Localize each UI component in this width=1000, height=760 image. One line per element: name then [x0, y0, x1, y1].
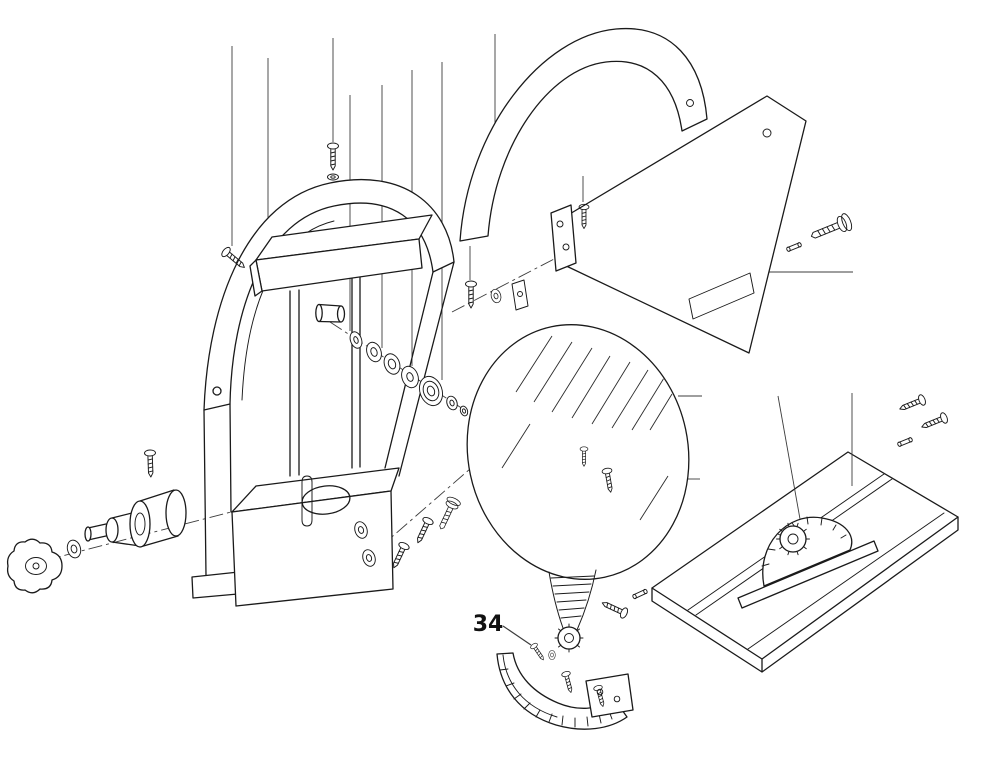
main-frame: [191, 178, 455, 607]
hinge-bracket: [550, 204, 577, 272]
screw: [412, 515, 435, 546]
washer: [366, 341, 382, 363]
motor-pulley: [84, 489, 187, 548]
base-fastener-set: [354, 495, 462, 571]
miter-gauge: [737, 516, 879, 609]
knob-washer: [66, 539, 82, 559]
small-washer: [446, 395, 458, 411]
spacer-ring: [383, 353, 401, 375]
hex-bolt: [433, 495, 462, 533]
hand-knob: [6, 538, 63, 594]
side-cover-panel: [550, 95, 807, 354]
belt-pin: [631, 588, 649, 600]
guard-tab-hole: [686, 99, 694, 107]
washer: [489, 287, 503, 305]
tiny-ring: [459, 405, 469, 417]
pulley-washer: [548, 650, 556, 660]
panel-bolt: [807, 211, 855, 246]
frame-hole: [212, 386, 222, 396]
tension-rod: [289, 289, 300, 477]
miter-fence-bar: [737, 540, 879, 609]
vent-slot: [688, 272, 755, 320]
table-pin: [896, 436, 914, 448]
panel-hole: [762, 128, 772, 138]
lock-knob: [776, 522, 810, 556]
guard-screw: [560, 670, 576, 695]
drive-pulley: [554, 623, 584, 653]
callout-34-label: 34: [473, 612, 504, 637]
bearing-washer-stack: [349, 331, 469, 417]
clip-plate: [511, 279, 529, 311]
leader-lines: [231, 34, 853, 480]
top-screw: [327, 142, 339, 171]
panel-pin: [785, 241, 803, 253]
table-edge-line: [747, 512, 945, 650]
frame-column: [203, 403, 232, 577]
washer: [401, 365, 419, 389]
guard-scale-ticks: [499, 668, 613, 728]
table-screw: [919, 411, 950, 433]
blade-strip: [351, 264, 361, 469]
pivot-pin: [315, 303, 346, 323]
drive-belt: [548, 569, 597, 631]
callout-34: 34: [473, 612, 547, 663]
frame-top-beam-end: [249, 259, 263, 297]
washer: [354, 521, 368, 539]
guard-plate: [585, 673, 634, 718]
retaining-ring: [349, 331, 363, 349]
frame-base-housing-front: [231, 490, 394, 607]
sanding-disc: [466, 324, 690, 580]
screw: [465, 280, 477, 309]
callout-screw: [529, 641, 547, 663]
washer: [362, 549, 376, 567]
table-screw: [897, 393, 928, 415]
upper-guard-ring: [459, 27, 708, 242]
table-leader-lines: [777, 393, 853, 520]
top-screw-washer: [327, 173, 339, 181]
belt-screw: [599, 597, 630, 620]
lower-guard: [496, 652, 634, 730]
shaft-screw-set: [465, 279, 529, 311]
base-slot: [301, 475, 313, 527]
disc-hatching: [501, 335, 673, 521]
frame-side-screw: [143, 449, 157, 478]
ball-bearing: [418, 375, 444, 407]
